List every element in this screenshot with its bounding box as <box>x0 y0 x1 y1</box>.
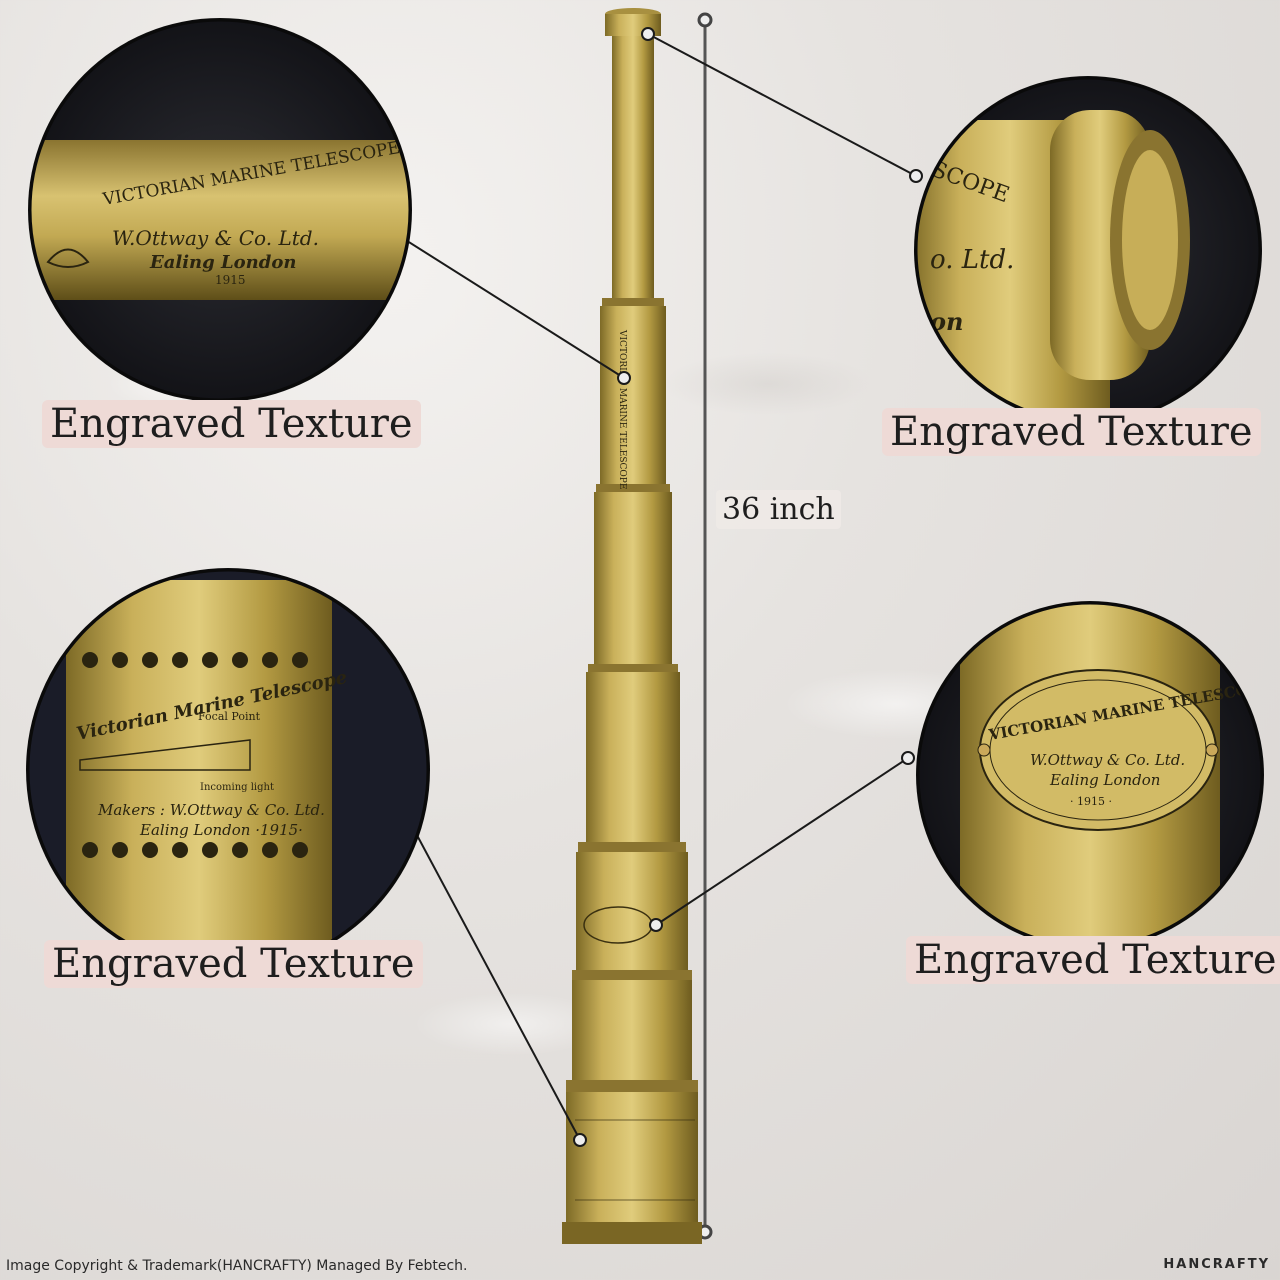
callout-label-top-left: Engraved Texture <box>42 400 421 448</box>
detail-circle-4: VICTORIAN MARINE TELESCOPE W.Ottway & Co… <box>916 601 1264 949</box>
copyright-text: Image Copyright & Trademark(HANCRAFTY) M… <box>6 1258 468 1274</box>
plate-year: · 1915 · <box>1070 795 1112 808</box>
engraving-incoming: Incoming light <box>200 782 274 793</box>
plate-maker: W.Ottway & Co. Ltd. <box>1030 751 1185 769</box>
callout-label-top-right: Engraved Texture <box>882 408 1261 456</box>
dimension-line <box>697 12 713 1240</box>
detail-circle-3: Victorian Marine Telescope Focal Point I… <box>26 568 430 972</box>
engraving-city: Ealing London <box>149 252 296 273</box>
engraving-makers-line: Makers : W.Ottway & Co. Ltd. <box>97 801 325 819</box>
callout-label-bottom-right: Engraved Texture <box>906 936 1280 984</box>
telescope: VICTORIAN MARINE TELESCOPE <box>562 8 702 1244</box>
svg-text:VICTORIAN MARINE TELESCOPE: VICTORIAN MARINE TELESCOPE <box>617 329 627 489</box>
engraving-year: 1915 <box>215 273 246 287</box>
detail-circle-2: SCOPE o. Ltd. on <box>914 76 1262 424</box>
engraving-city-year: Ealing London ·1915· <box>139 821 303 839</box>
engraving-focal: Focal Point <box>198 710 261 723</box>
callout-label-bottom-left: Engraved Texture <box>44 940 423 988</box>
plate-city: Ealing London <box>1049 771 1160 789</box>
detail-circle-1: VICTORIAN MARINE TELESCOPE W.Ottway & Co… <box>28 18 412 402</box>
dimension-label: 36 inch <box>716 490 841 529</box>
brand-logo: HANCRAFTY <box>1163 1257 1270 1272</box>
engraving-maker: W.Ottway & Co. Ltd. <box>112 226 319 250</box>
engraving-maker-partial: o. Ltd. <box>930 245 1014 275</box>
